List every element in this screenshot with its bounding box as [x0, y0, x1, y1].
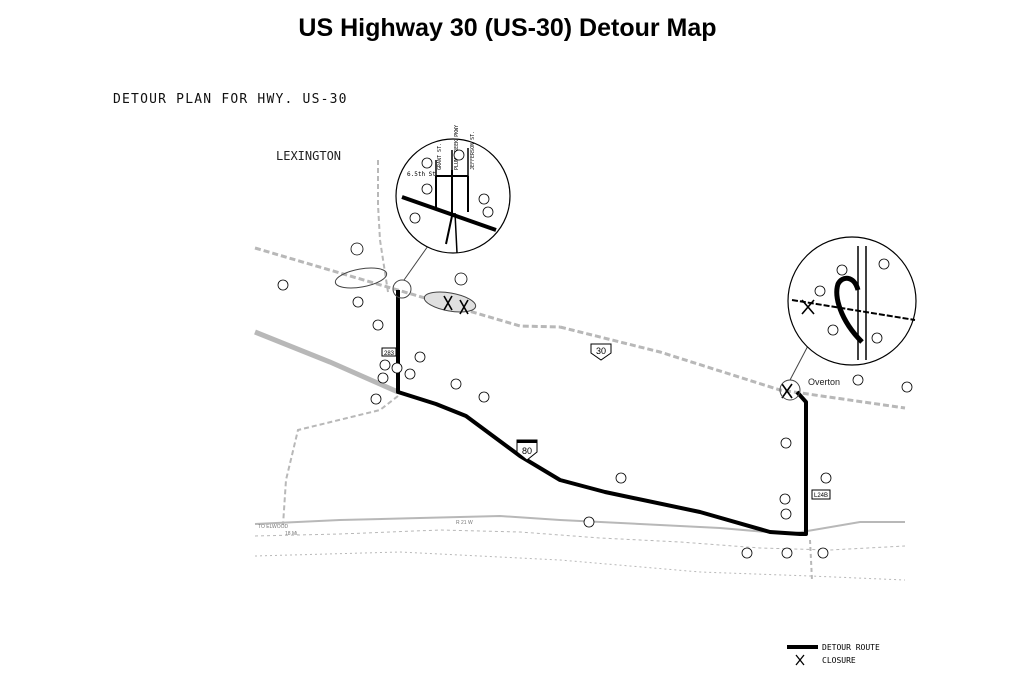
hwy283-shield: 283	[381, 347, 397, 357]
overton-south-road	[809, 539, 813, 581]
elwood-distance-label: 18 Mi.	[285, 531, 299, 537]
legend: DETOUR ROUTE CLOSURE	[787, 643, 880, 666]
inset-street-label: 6.5th St.	[407, 171, 440, 178]
inset-overton	[787, 236, 917, 366]
river-line-south	[254, 551, 906, 581]
lexington-zoom-circle	[392, 279, 412, 299]
legend-detour-label: DETOUR ROUTE	[822, 643, 880, 652]
legend-closure-label: CLOSURE	[822, 656, 856, 665]
us30-road-west	[254, 246, 561, 329]
river-road	[254, 514, 905, 536]
range-label: R 21 W	[456, 520, 473, 526]
detour-route	[396, 290, 808, 536]
inset-lexington: 6.5th St. GRANT ST. PLUM CREEK PKWY JEFF…	[395, 125, 511, 254]
svg-text:283: 283	[384, 351, 395, 357]
svg-text:80: 80	[522, 446, 532, 456]
legend-closure-swatch	[795, 654, 805, 666]
inset-leader-left	[403, 245, 429, 281]
i80-shield: 80	[516, 439, 538, 461]
elwood-label: TO ELWOOD	[258, 524, 288, 530]
us30-shield: 30	[590, 343, 612, 361]
inset-plum-label: PLUM CREEK PKWY	[454, 125, 460, 170]
river-line	[254, 529, 906, 551]
l24b-shield: L24B	[811, 489, 831, 500]
inset-grant-label: GRANT ST.	[437, 143, 443, 170]
i80-road-west	[254, 329, 400, 395]
interchange-oval-east	[423, 291, 477, 313]
overton-label: Overton	[808, 377, 840, 387]
page-title: US Highway 30 (US-30) Detour Map	[298, 14, 717, 42]
hwy283-south-road	[282, 395, 399, 526]
svg-text:30: 30	[596, 346, 606, 356]
closure-mark-overton	[781, 383, 793, 399]
interchange-oval-west	[334, 267, 388, 289]
plan-title: DETOUR PLAN FOR HWY. US-30	[113, 92, 348, 107]
inset-leader-right	[789, 341, 811, 381]
us30-road-east	[559, 325, 906, 410]
closure-marks-east-lexington	[443, 295, 469, 315]
inset-jefferson-label: JEFFERSON ST.	[470, 131, 476, 170]
lexington-label: LEXINGTON	[276, 149, 341, 163]
route-note-markers	[277, 242, 913, 559]
svg-text:L24B: L24B	[814, 493, 828, 499]
north-road	[377, 160, 389, 293]
